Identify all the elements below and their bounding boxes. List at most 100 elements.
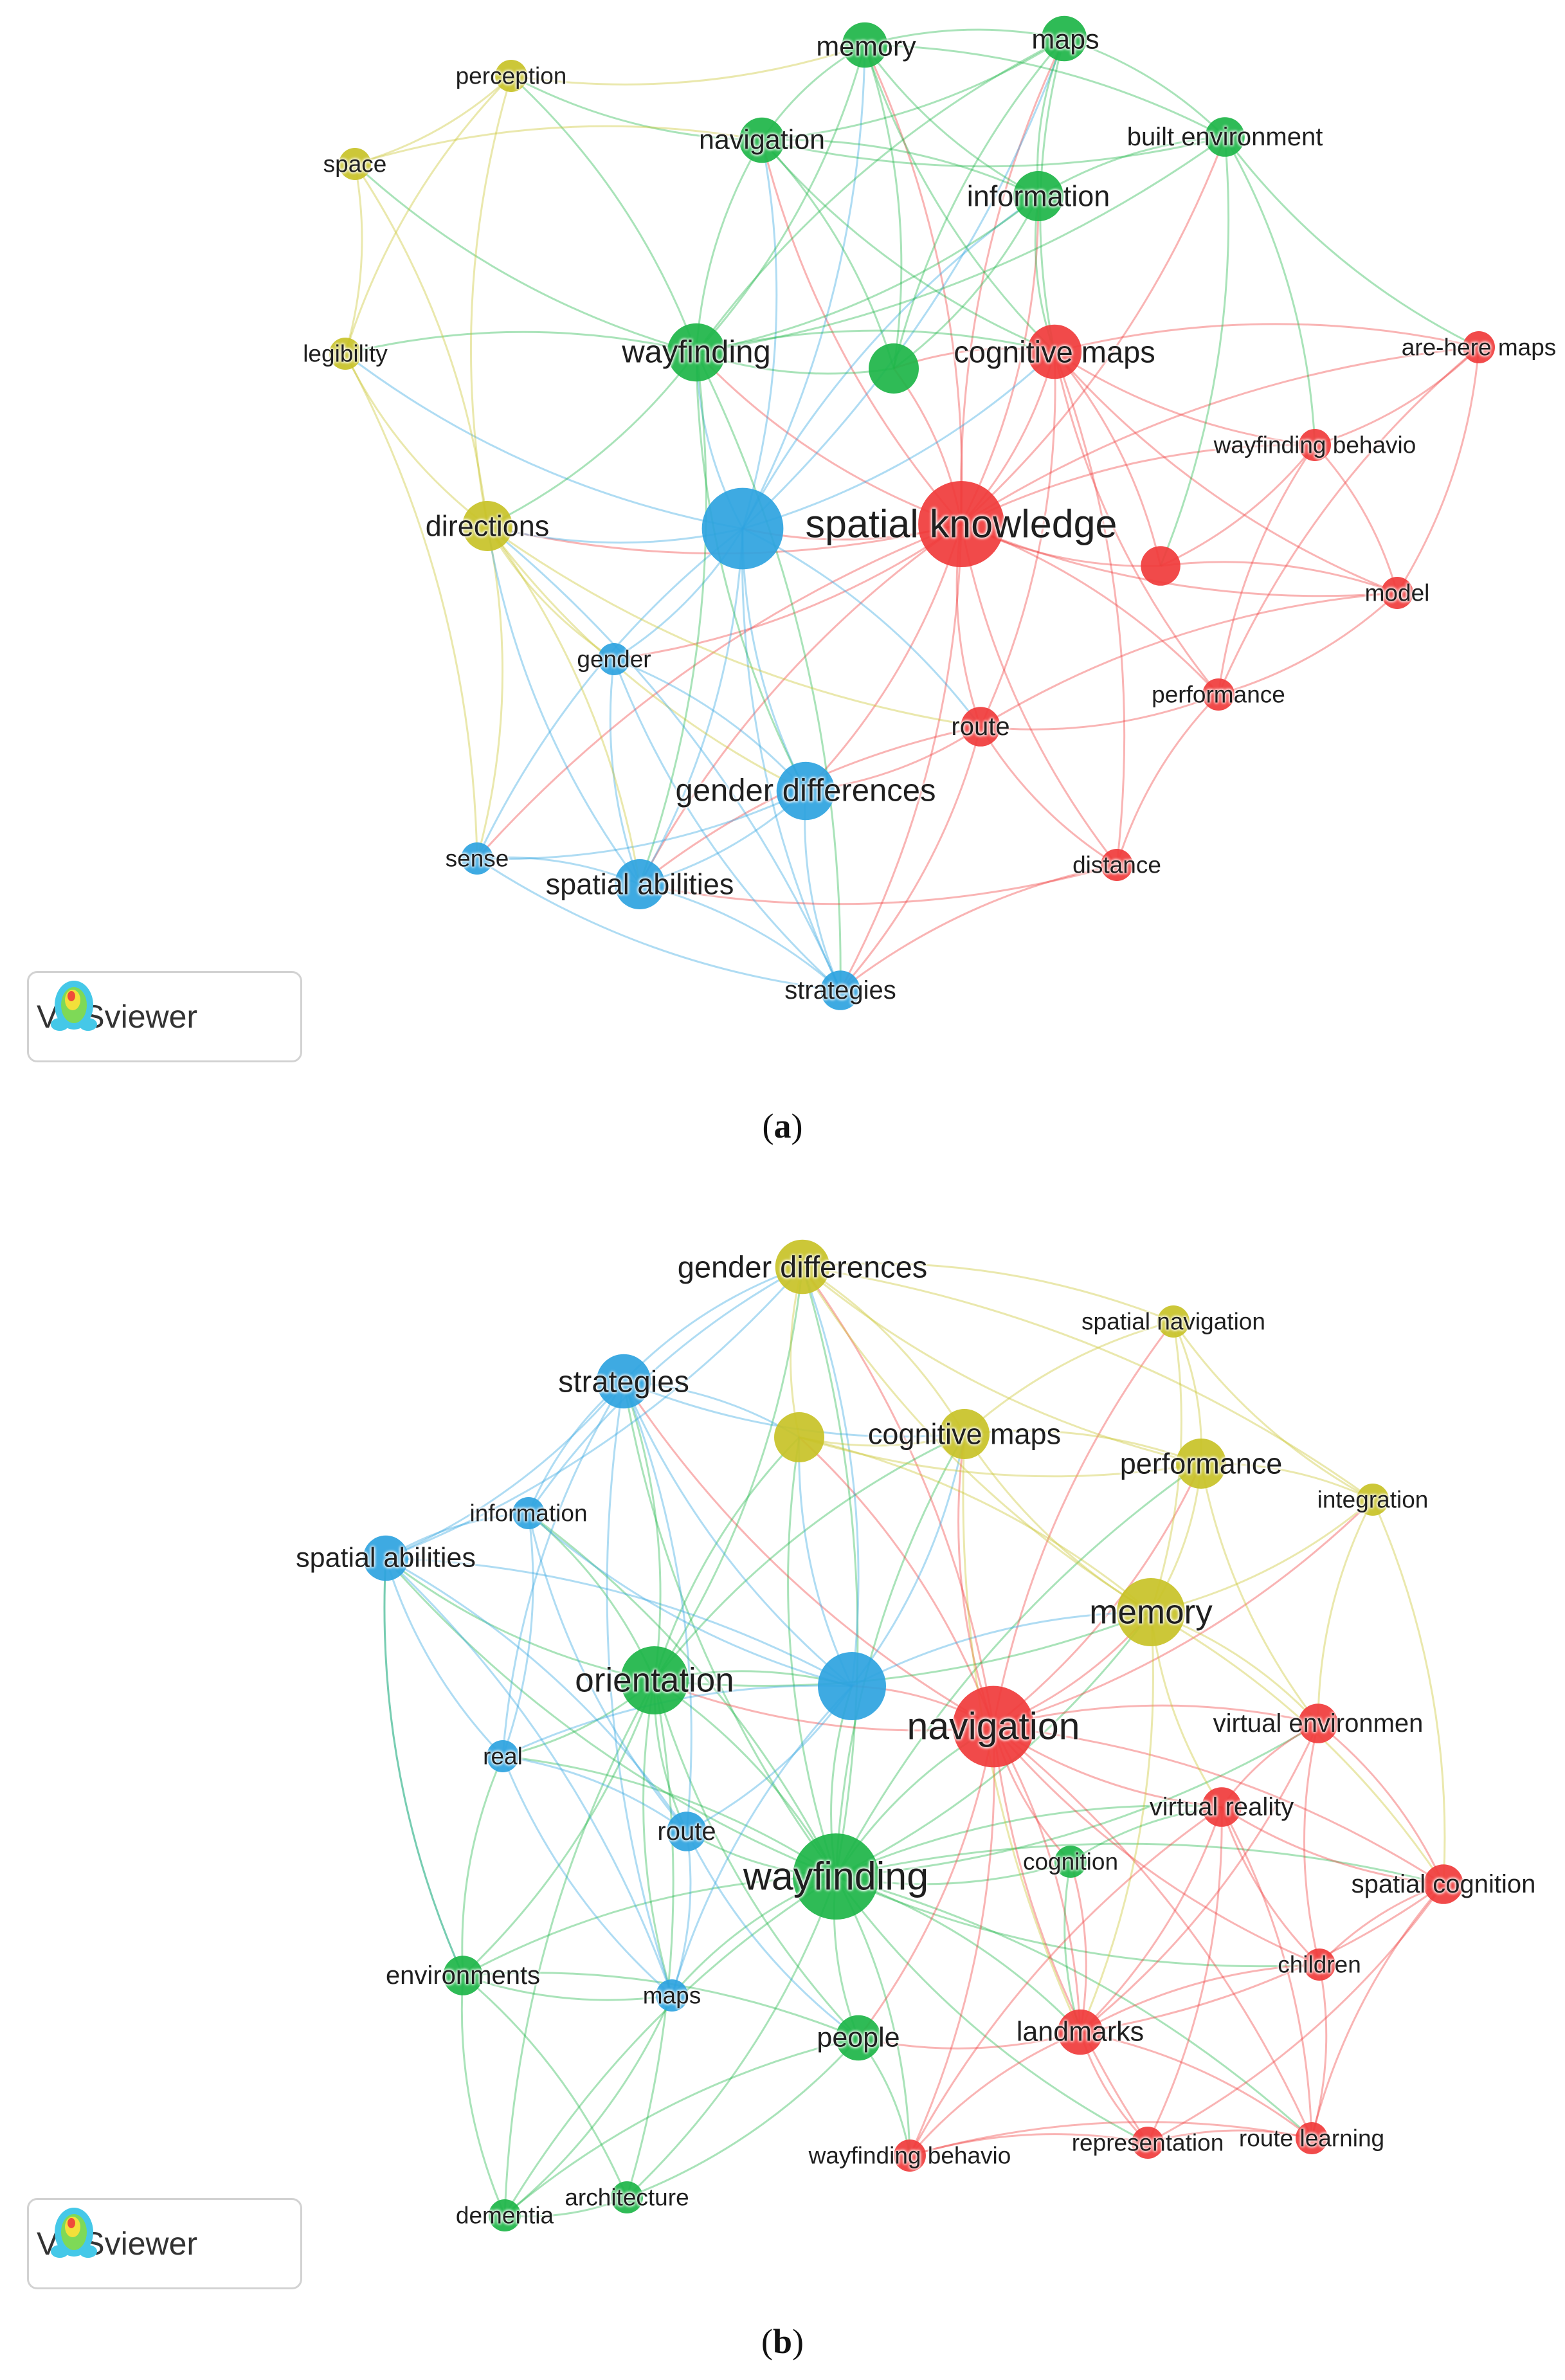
node-label-environments[interactable]: environments — [385, 1961, 541, 1990]
node-space[interactable] — [339, 148, 371, 180]
node-landmarks[interactable] — [1057, 2009, 1103, 2055]
node-label-spatab[interactable]: spatial abilities — [545, 868, 734, 901]
vosviewer-badge[interactable]: VOSviewer — [27, 971, 302, 1062]
node-information[interactable] — [512, 1497, 545, 1529]
node-information[interactable] — [1013, 171, 1063, 221]
node-orientation[interactable] — [620, 1646, 689, 1714]
node-performance[interactable] — [1176, 1439, 1226, 1489]
node-label-performance[interactable]: performance — [1152, 681, 1285, 708]
node-label-routelearn[interactable]: route learning — [1238, 2125, 1385, 2152]
node-label-spatnav[interactable]: spatial navigation — [1081, 1308, 1265, 1335]
node-wayfinding[interactable] — [793, 1833, 879, 1920]
node-label-wayfinding[interactable]: wayfinding — [622, 334, 771, 370]
node-integration[interactable] — [1357, 1484, 1389, 1516]
node-virtenv[interactable] — [1298, 1703, 1338, 1743]
node-label-virtenv[interactable]: virtual environmen — [1213, 1709, 1424, 1738]
node-arehere[interactable] — [1463, 331, 1495, 363]
node-cognition[interactable] — [1054, 1846, 1087, 1878]
node-label-virtreal[interactable]: virtual reality — [1149, 1793, 1294, 1821]
node-navigation[interactable] — [739, 117, 785, 163]
node-label-perception[interactable]: perception — [455, 62, 567, 89]
node-label-arehere[interactable]: are-here maps — [1401, 334, 1557, 361]
node-label-children[interactable]: children — [1278, 1951, 1361, 1978]
node-built[interactable] — [1205, 117, 1245, 157]
node-performance[interactable] — [1202, 678, 1235, 711]
node-label-genderdiff[interactable]: gender differences — [677, 1249, 928, 1284]
node-wfbeh[interactable] — [1299, 429, 1331, 461]
node-label-maps[interactable]: maps — [642, 1982, 701, 2009]
node-label-wfbeh[interactable]: wayfinding behavio — [808, 2142, 1011, 2169]
node-spatab[interactable] — [615, 859, 665, 909]
node-model[interactable] — [1381, 577, 1413, 609]
node-label-wfbeh[interactable]: wayfinding behavio — [1213, 431, 1416, 459]
node-spatcog[interactable] — [1424, 1864, 1463, 1904]
node-label-performance[interactable]: performance — [1119, 1447, 1283, 1480]
node-spatnav[interactable] — [1157, 1305, 1190, 1338]
vosviewer-badge[interactable]: VOSviewer — [27, 2198, 302, 2289]
node-genderdiff[interactable] — [776, 761, 835, 821]
node-people[interactable] — [835, 2015, 882, 2061]
node-dementia[interactable] — [489, 2199, 521, 2231]
node-spatknow[interactable] — [918, 481, 1004, 567]
node-unl_b[interactable] — [701, 487, 784, 570]
node-label-directions[interactable]: directions — [425, 509, 550, 543]
node-label-information[interactable]: information — [469, 1500, 588, 1527]
node-unl_g[interactable] — [869, 343, 919, 394]
node-distance[interactable] — [1101, 849, 1133, 881]
node-architecture[interactable] — [611, 2181, 643, 2213]
node-memory[interactable] — [1117, 1578, 1185, 1646]
node-route[interactable] — [667, 1812, 707, 1851]
node-maps[interactable] — [1041, 15, 1087, 62]
node-route[interactable] — [961, 707, 1000, 747]
node-label-real[interactable]: real — [483, 1743, 523, 1770]
node-label-maps[interactable]: maps — [1031, 24, 1099, 55]
node-label-model[interactable]: model — [1364, 579, 1430, 606]
node-label-navigation[interactable]: navigation — [698, 124, 826, 156]
node-label-navigation[interactable]: navigation — [907, 1705, 1080, 1748]
node-label-cognition[interactable]: cognition — [1022, 1848, 1119, 1875]
node-gender[interactable] — [598, 643, 630, 675]
node-label-memory[interactable]: memory — [816, 31, 916, 62]
node-memory[interactable] — [842, 22, 888, 68]
node-label-cogmaps[interactable]: cognitive maps — [867, 1417, 1062, 1451]
node-label-dementia[interactable]: dementia — [455, 2202, 554, 2229]
node-label-space[interactable]: space — [323, 150, 387, 177]
node-label-integration[interactable]: integration — [1317, 1486, 1429, 1513]
node-directions[interactable] — [462, 501, 512, 551]
node-perception[interactable] — [495, 60, 527, 92]
node-strategies[interactable] — [596, 1354, 651, 1409]
node-unl_r[interactable] — [1141, 546, 1181, 586]
node-navigation[interactable] — [952, 1685, 1035, 1768]
node-label-built[interactable]: built environment — [1126, 123, 1323, 151]
node-cogmaps[interactable] — [939, 1409, 990, 1459]
node-unl_b[interactable] — [818, 1652, 886, 1720]
node-label-information[interactable]: information — [966, 179, 1110, 213]
node-environments[interactable] — [443, 1956, 483, 1995]
node-genderdiff[interactable] — [775, 1239, 830, 1294]
node-label-sense[interactable]: sense — [445, 845, 509, 872]
node-wayfinding[interactable] — [667, 323, 726, 382]
node-label-architecture[interactable]: architecture — [565, 2184, 689, 2211]
node-spatab[interactable] — [363, 1535, 409, 1581]
node-legibility[interactable] — [329, 338, 361, 370]
node-label-strategies[interactable]: strategies — [784, 976, 896, 1004]
node-strategies[interactable] — [820, 970, 860, 1010]
node-label-strategies[interactable]: strategies — [558, 1364, 689, 1399]
node-label-gender[interactable]: gender — [577, 646, 651, 673]
node-label-landmarks[interactable]: landmarks — [1016, 2016, 1144, 2048]
node-maps[interactable] — [656, 1979, 688, 2012]
node-label-representation[interactable]: representation — [1071, 2129, 1224, 2156]
node-wfbeh[interactable] — [894, 2139, 926, 2172]
node-label-people[interactable]: people — [817, 2022, 900, 2053]
node-real[interactable] — [487, 1740, 519, 1772]
node-label-genderdiff[interactable]: gender differences — [675, 773, 936, 808]
node-label-spatcog[interactable]: spatial cognition — [1351, 1870, 1536, 1898]
node-unl_y[interactable] — [774, 1412, 824, 1462]
node-representation[interactable] — [1132, 2127, 1164, 2159]
node-label-route[interactable]: route — [657, 1817, 716, 1846]
node-label-wayfinding[interactable]: wayfinding — [743, 1854, 929, 1898]
node-virtreal[interactable] — [1202, 1787, 1242, 1827]
node-cogmaps[interactable] — [1027, 324, 1082, 379]
node-label-spatab[interactable]: spatial abilities — [296, 1542, 476, 1574]
node-sense[interactable] — [461, 842, 493, 875]
